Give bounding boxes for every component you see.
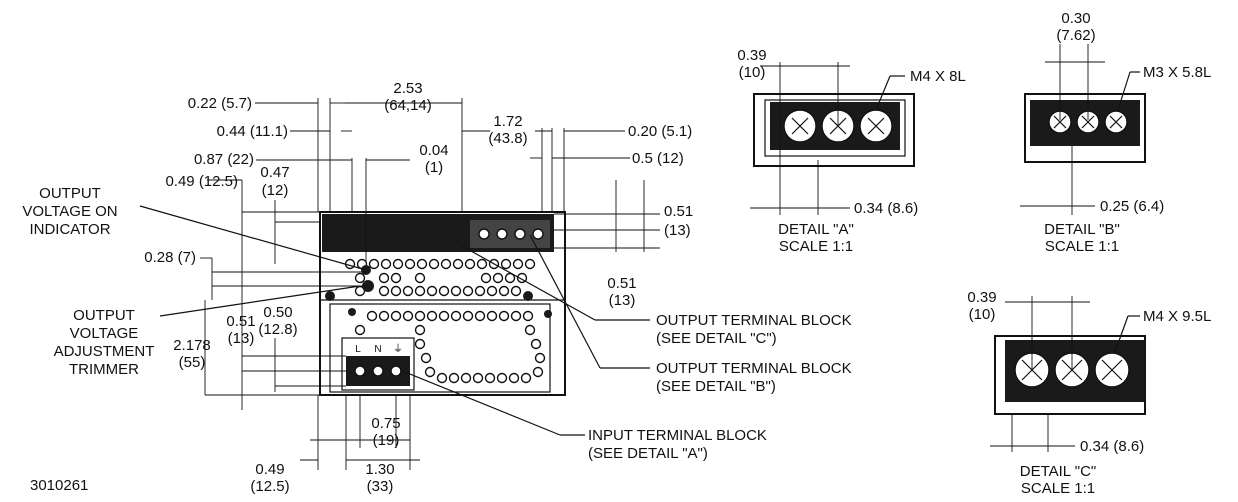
dim-0.49-bottom-in: 0.49: [255, 461, 284, 478]
terminal-screw: [532, 228, 544, 240]
input-terminal-screw: [372, 365, 384, 377]
callout-trimmer-1: OUTPUT: [73, 307, 135, 324]
callout-leaders: [139, 205, 650, 436]
detail-c-top-dim-in: 0.39: [967, 289, 996, 306]
terminal-letter-ground: ⏚: [393, 343, 403, 355]
detail-c-bottom-dim: 0.34 (8.6): [1080, 438, 1144, 455]
detail-b: 0.30 (7.62) M3 X 5.8L 0.25 (6.4) DETAIL …: [1020, 10, 1211, 255]
callout-indicator-3: INDICATOR: [29, 221, 110, 238]
callout-trimmer-2: VOLTAGE: [70, 325, 139, 342]
callout-trimmer-3: ADJUSTMENT: [54, 343, 155, 360]
detail-a: 0.39 (10) M4 X 8L 0.34 (8.6) DETAIL "A" …: [737, 47, 965, 255]
dim-0.51-right-in: 0.51: [664, 203, 693, 220]
detail-b-scale: SCALE 1:1: [1045, 238, 1119, 255]
dim-0.22: 0.22 (5.7): [188, 95, 252, 112]
detail-b-screw-size: M3 X 5.8L: [1143, 64, 1211, 81]
dim-1.30-in: 1.30: [365, 461, 394, 478]
dim-0.47-in: 0.47: [260, 164, 289, 181]
detail-a-top-dim-mm: (10): [739, 64, 766, 81]
callout-indicator-2: VOLTAGE ON: [22, 203, 117, 220]
dim-1.72-in: 1.72: [493, 113, 522, 130]
detail-a-top-dim-in: 0.39: [737, 47, 766, 64]
adjustment-trimmer: [362, 280, 374, 292]
mounting-hole: [325, 291, 335, 301]
mounting-hole: [523, 291, 533, 301]
dim-0.75-mm: (19): [373, 432, 400, 449]
input-terminal-block-outline: [341, 337, 415, 391]
detail-c-scale: SCALE 1:1: [1021, 480, 1095, 497]
dim-0.50-mm: (12.8): [258, 321, 297, 338]
dim-0.04-in: 0.04: [419, 142, 448, 159]
dim-0.28: 0.28 (7): [144, 249, 196, 266]
callout-input-a-2: (SEE DETAIL "A"): [588, 445, 708, 462]
dim-0.51-right-mm: (13): [664, 222, 691, 239]
detail-b-top-dim-in: 0.30: [1061, 10, 1090, 27]
dim-1.30-mm: (33): [367, 478, 394, 495]
dim-0.49-top: 0.49 (12.5): [165, 173, 238, 190]
callout-output-c-1: OUTPUT TERMINAL BLOCK: [656, 312, 852, 329]
detail-a-screw-size: M4 X 8L: [910, 68, 966, 85]
dim-0.87: 0.87 (22): [194, 151, 254, 168]
terminal-screw: [514, 228, 526, 240]
main-board-view: L N ⏚: [319, 211, 566, 396]
callout-output-c-2: (SEE DETAIL "C"): [656, 330, 777, 347]
part-number: 3010261: [30, 477, 88, 494]
callout-output-b-2: (SEE DETAIL "B"): [656, 378, 776, 395]
detail-b-bottom-dim: 0.25 (6.4): [1100, 198, 1164, 215]
dim-2.53-mm: (64,14): [384, 97, 432, 114]
dim-2.178-mm: (55): [179, 354, 206, 371]
callout-trimmer-4: TRIMMER: [69, 361, 139, 378]
dim-0.5: 0.5 (12): [632, 150, 684, 167]
lower-board-region: [329, 303, 551, 393]
upper-component-holes: [344, 258, 536, 297]
terminal-letter-n: N: [374, 344, 381, 355]
dim-0.50-in: 0.50: [263, 304, 292, 321]
mounting-hole: [544, 310, 552, 318]
dim-0.20: 0.20 (5.1): [628, 123, 692, 140]
dim-2.178-in: 2.178: [173, 337, 211, 354]
detail-a-title: DETAIL "A": [778, 221, 854, 238]
dim-1.72-mm: (43.8): [488, 130, 527, 147]
callout-input-a-1: INPUT TERMINAL BLOCK: [588, 427, 767, 444]
dim-0.51-low-mm: (13): [609, 292, 636, 309]
dim-0.49-bottom-mm: (12.5): [250, 478, 289, 495]
main-view-labels: 0.22 (5.7) 0.44 (11.1) 0.87 (22) 0.49 (1…: [22, 80, 851, 495]
terminal-letter-l: L: [355, 344, 361, 355]
detail-a-block-outline: [753, 93, 915, 167]
detail-b-block-outline: [1024, 93, 1146, 163]
lower-component-holes: [354, 310, 546, 384]
callout-output-b-1: OUTPUT TERMINAL BLOCK: [656, 360, 852, 377]
dim-2.53-in: 2.53: [393, 80, 422, 97]
detail-a-bottom-dim: 0.34 (8.6): [854, 200, 918, 217]
callout-indicator-1: OUTPUT: [39, 185, 101, 202]
mounting-hole: [348, 308, 356, 316]
dimension-lines: [200, 98, 660, 470]
detail-b-top-dim-mm: (7.62): [1056, 27, 1095, 44]
dim-0.51-left-mm: (13): [228, 330, 255, 347]
terminal-screw: [478, 228, 490, 240]
dim-0.75-in: 0.75: [371, 415, 400, 432]
dim-0.51-left-in: 0.51: [226, 313, 255, 330]
dim-0.51-low-in: 0.51: [607, 275, 636, 292]
detail-a-scale: SCALE 1:1: [779, 238, 853, 255]
detail-c-screw-size: M4 X 9.5L: [1143, 308, 1211, 325]
input-terminal-screw: [390, 365, 402, 377]
detail-c: 0.39 (10) M4 X 9.5L 0.34 (8.6) DETAIL "C…: [967, 289, 1211, 497]
dim-0.47-mm: (12): [262, 182, 289, 199]
dim-0.44: 0.44 (11.1): [217, 123, 288, 140]
input-terminal-screw: [354, 365, 366, 377]
detail-c-top-dim-mm: (10): [969, 306, 996, 323]
dim-0.04-mm: (1): [425, 159, 443, 176]
terminal-screw: [496, 228, 508, 240]
detail-c-title: DETAIL "C": [1020, 463, 1097, 480]
detail-b-title: DETAIL "B": [1044, 221, 1120, 238]
